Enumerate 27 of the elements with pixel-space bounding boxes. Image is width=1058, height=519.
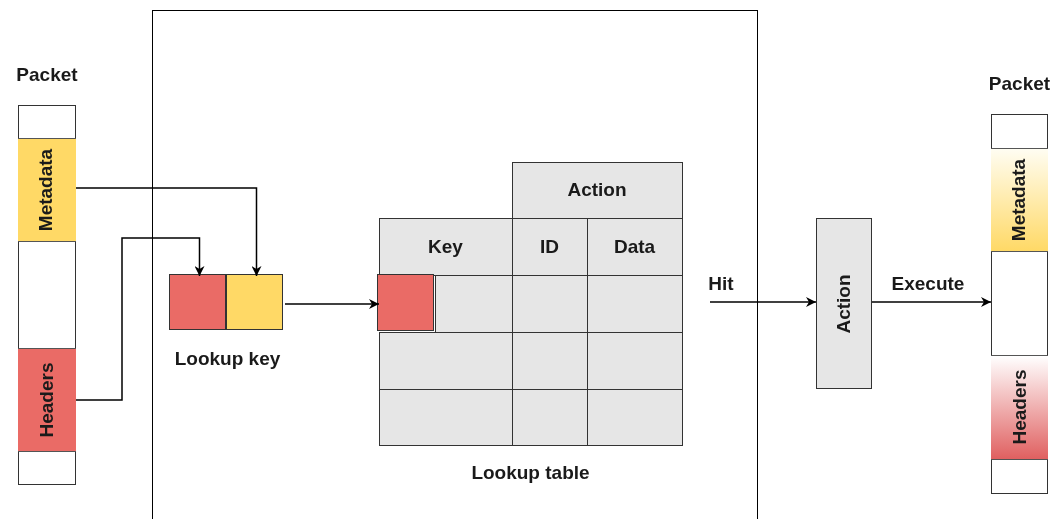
column-header: Key — [378, 217, 513, 276]
column-header: Data — [586, 217, 683, 276]
table-label: Lookup table — [471, 461, 590, 484]
headers-segment — [17, 347, 76, 452]
segment-label: Headers — [35, 362, 58, 437]
metadata-segment — [990, 147, 1048, 252]
packet-label: Packet — [16, 64, 78, 86]
pipeline-frame — [152, 10, 758, 519]
segment-label: Headers — [1008, 369, 1030, 445]
key-field — [226, 274, 283, 330]
arrow — [284, 299, 380, 309]
column-header: Action — [511, 161, 683, 219]
action-label: Action — [833, 273, 855, 334]
lookup-key-label: Lookup key — [174, 347, 281, 370]
table-cell — [377, 274, 434, 331]
packet-label: Packet — [988, 73, 1051, 95]
arrow — [75, 187, 262, 277]
segment-label: Metadata — [35, 148, 58, 231]
column-header: ID — [511, 217, 588, 276]
headers-segment — [990, 354, 1048, 460]
arrow — [709, 297, 817, 307]
action-box — [816, 218, 872, 389]
arrow — [75, 237, 205, 401]
metadata-segment — [17, 137, 76, 242]
segment-label: Metadata — [1008, 158, 1030, 241]
arrow — [871, 297, 992, 307]
key-field — [169, 274, 226, 330]
